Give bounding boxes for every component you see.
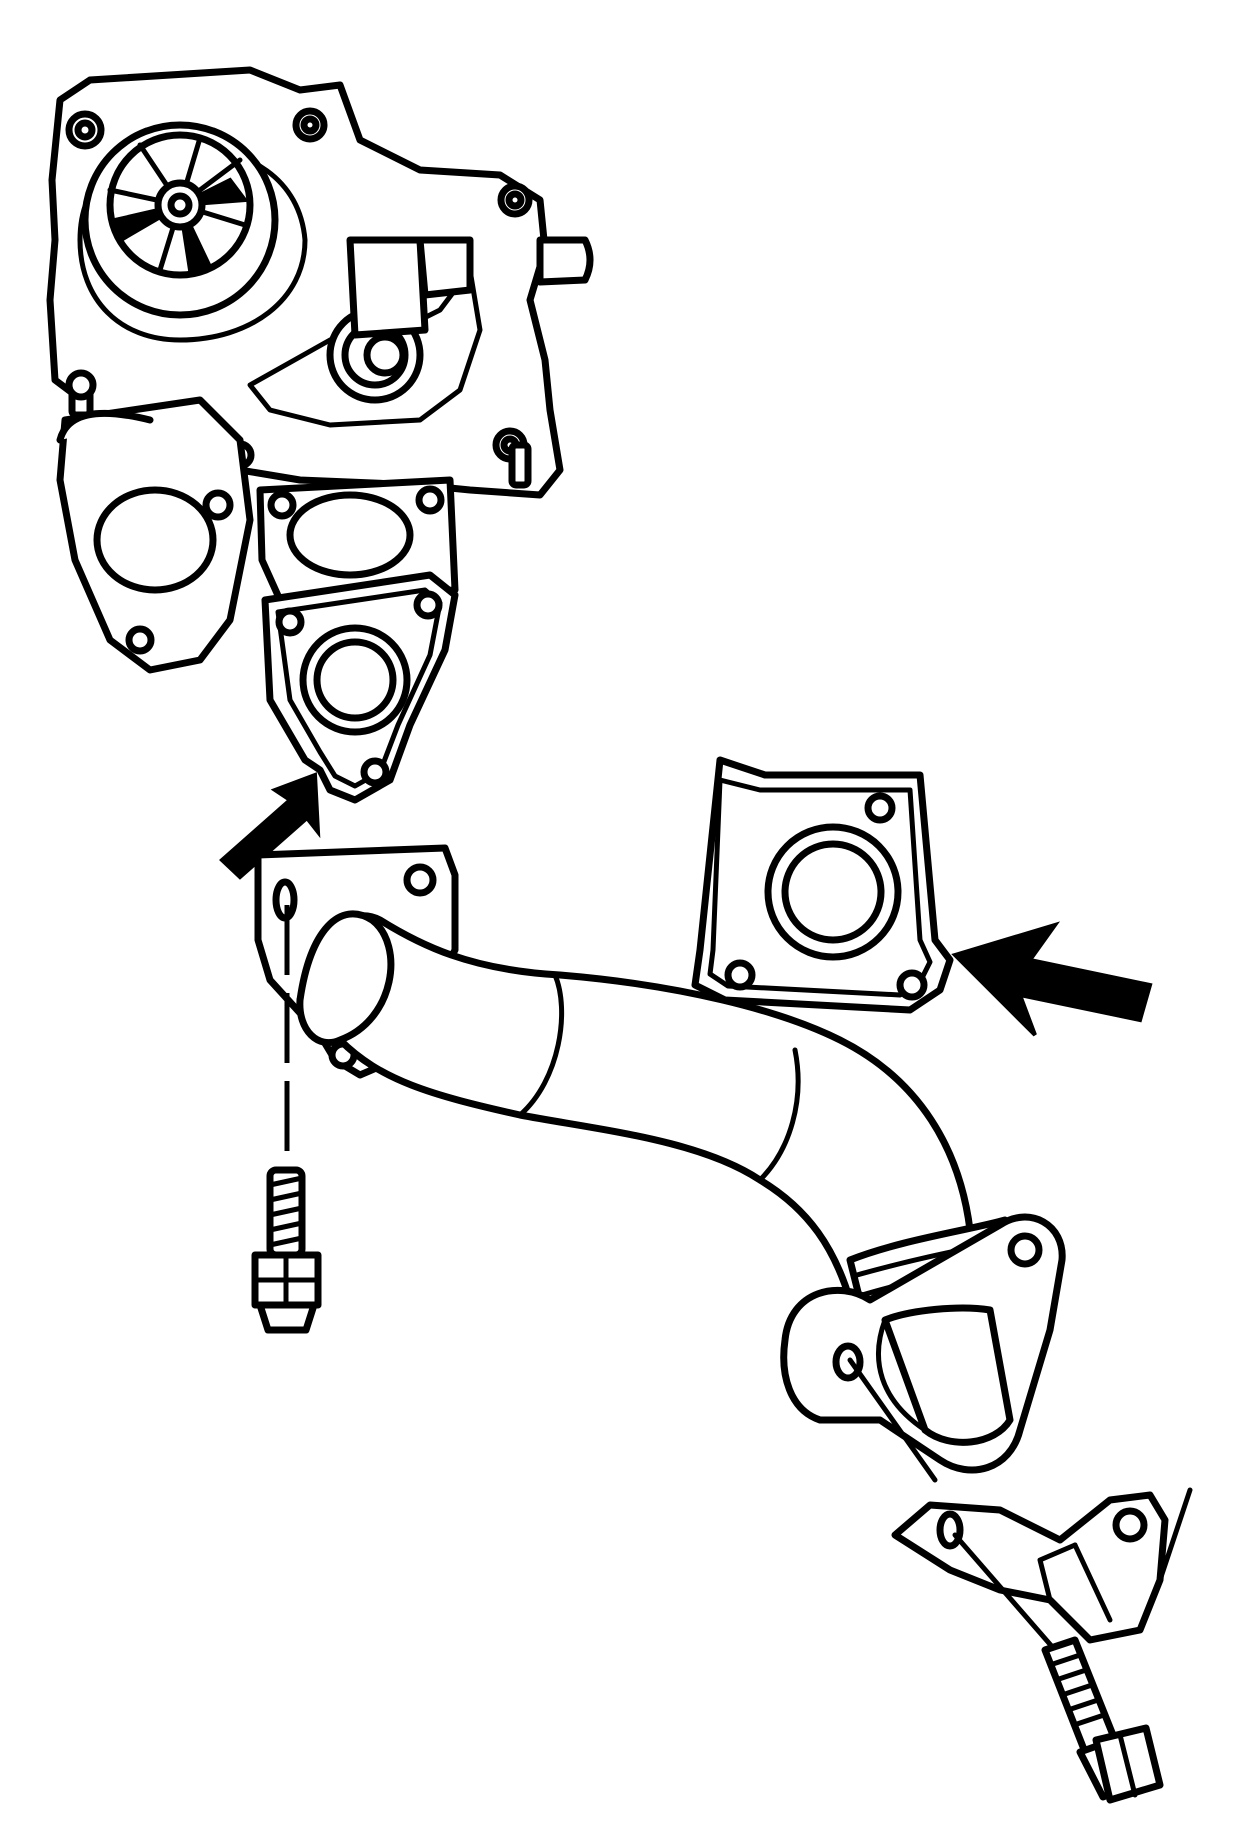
compressor-wheel-icon <box>106 131 254 279</box>
upper-gasket-icon <box>261 571 459 804</box>
lower-bolt-icon <box>1041 1636 1164 1804</box>
upper-bolt-icon <box>251 1166 322 1334</box>
alignment-lines <box>284 905 1058 1653</box>
turbocharger-housing-icon <box>46 66 594 674</box>
support-bracket-icon <box>891 1487 1193 1644</box>
arrow-upper-gasket-icon <box>219 772 321 880</box>
arrow-lower-gasket-icon <box>951 921 1153 1037</box>
egr-pipe-icon <box>254 844 1066 1474</box>
lower-gasket-icon <box>691 756 954 1014</box>
